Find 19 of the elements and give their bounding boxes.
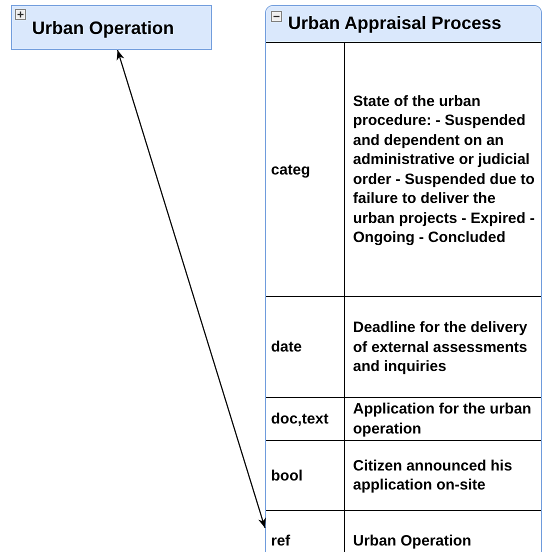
table-row bbox=[266, 440, 541, 510]
field-description: Application for the urban operation bbox=[353, 400, 532, 438]
field-type: doc,text bbox=[271, 410, 329, 428]
table-row bbox=[266, 296, 541, 397]
field-type: categ bbox=[271, 161, 310, 178]
field-description: Urban Operation bbox=[353, 530, 472, 550]
title-text: Urban Appraisal Process bbox=[288, 13, 502, 34]
entity-box bbox=[11, 5, 212, 50]
table-row bbox=[266, 42, 541, 296]
field-description: Citizen announced his application on-site bbox=[353, 456, 514, 495]
connector-arrow bbox=[116, 50, 266, 528]
field-type: bool bbox=[271, 467, 303, 484]
field-description: State of the urban procedure: - Suspended and dependent on an administrative or judicial order - Suspended due to failure to deliver the urban projects - Expired - Ongoing - Concluded bbox=[353, 92, 536, 248]
table-row bbox=[266, 397, 541, 440]
field-type: date bbox=[271, 338, 302, 356]
table-container bbox=[265, 5, 542, 552]
title-text: Urban Operation bbox=[32, 18, 174, 39]
field-description: Deadline for the delivery of external assessments and inquiries bbox=[353, 318, 528, 376]
field-type: ref bbox=[271, 532, 290, 549]
